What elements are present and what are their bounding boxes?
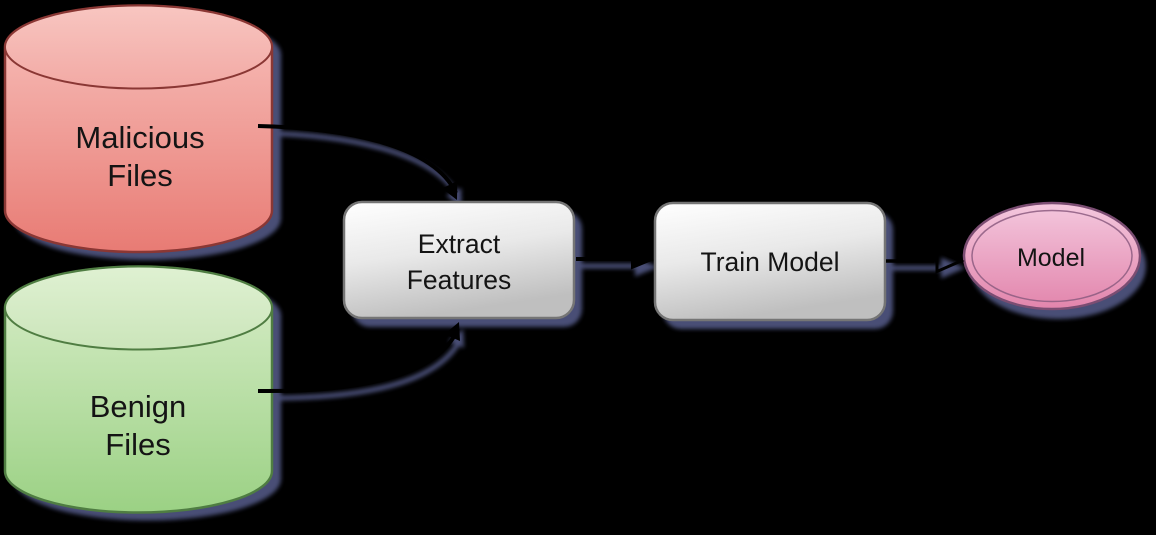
extract-features-label-line1: Extract: [418, 229, 501, 259]
terminator-ellipse-outer: [962, 201, 1142, 311]
extract-features-label-line2: Features: [407, 265, 512, 295]
model-label: Model: [1017, 244, 1085, 272]
node-extract-features: Extract Features: [342, 200, 576, 320]
filled-arrowhead-down-icon: [442, 181, 458, 200]
terminator-ellipse-inner: [971, 209, 1133, 303]
process-box: [342, 200, 576, 320]
cylinder-top-face: [4, 265, 273, 351]
edge-extract-to-train: [576, 250, 654, 270]
edge-layer: [257, 124, 965, 394]
cylinder-top-face: [4, 4, 273, 90]
edge-train-to-model: [886, 248, 965, 274]
open-arrowhead-right-icon: [935, 248, 965, 274]
node-benign-files: Benign Files: [3, 265, 274, 514]
malicious-files-label-line2: Files: [107, 158, 172, 193]
node-train-model: Train Model: [653, 201, 887, 322]
benign-files-label-line2: Files: [105, 427, 170, 462]
node-model: Model: [962, 201, 1142, 311]
edge-malicious-to-extract: [257, 124, 458, 200]
benign-files-label-line1: Benign: [90, 389, 187, 424]
malicious-files-label-line1: Malicious: [75, 120, 204, 155]
filled-arrowhead-right-icon: [631, 250, 654, 270]
node-malicious-files: Malicious Files: [3, 4, 274, 254]
train-model-label: Train Model: [701, 247, 840, 277]
edge-benign-to-extract: [257, 322, 460, 394]
filled-arrowhead-up-icon: [444, 322, 460, 341]
process-box: [653, 201, 887, 322]
